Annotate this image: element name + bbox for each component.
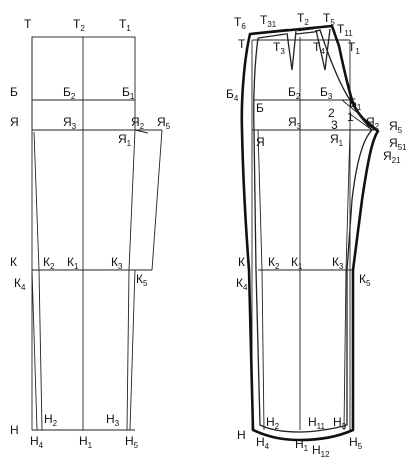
label-Nr: Н <box>237 428 246 442</box>
label-N4r: Н4 <box>256 435 270 451</box>
label-N1: Н1 <box>79 434 93 450</box>
label-N2: Н2 <box>44 412 58 428</box>
left-pattern-draft <box>31 36 163 431</box>
right-dart-right-2 <box>324 28 331 71</box>
label-T: Т <box>24 17 32 31</box>
label-Ya5: Я5 <box>157 115 171 131</box>
label-T2r: Т2 <box>297 11 309 27</box>
left-outer-contour <box>151 129 163 271</box>
label-K: К <box>10 255 17 269</box>
label-B: Б <box>10 85 18 99</box>
label-B2: Б2 <box>63 85 76 101</box>
right-diag-2 <box>349 113 373 131</box>
label-K4r: К4 <box>236 276 248 292</box>
left-k5-line <box>129 269 136 431</box>
label-Br: Б <box>256 101 264 115</box>
label-Ya1r: Я1 <box>330 132 344 148</box>
label-N: Н <box>10 423 19 437</box>
label-Ya2: Я2 <box>131 115 145 131</box>
label-N2r: Н2 <box>266 415 280 431</box>
left-crotch-curve <box>134 129 149 134</box>
label-T2: Т2 <box>73 17 85 33</box>
right-pattern-draft <box>240 24 380 442</box>
label-T31: Т31 <box>260 13 277 29</box>
label-T1r: Т1 <box>348 40 360 56</box>
label-Ya3r: Я3 <box>288 115 302 131</box>
label-num-3: 3 <box>331 118 338 132</box>
label-N3r: Н3 <box>333 415 347 431</box>
left-top-rectangle <box>31 36 136 131</box>
label-K3: К3 <box>111 255 123 271</box>
label-N5r: Н5 <box>349 435 363 451</box>
label-B4: Б4 <box>226 87 239 103</box>
label-N12: Н12 <box>312 443 330 459</box>
label-B1: Б1 <box>122 85 135 101</box>
label-N11: Н11 <box>308 415 326 431</box>
label-T5: Т5 <box>323 11 335 27</box>
right-inner-leg-thin <box>257 129 265 431</box>
label-N4: Н4 <box>30 434 44 450</box>
label-T1: Т1 <box>119 17 131 33</box>
label-T4: Т4 <box>313 40 325 56</box>
label-N1r: Н1 <box>295 437 309 453</box>
label-K3r: К3 <box>332 255 344 271</box>
right-labels: Т6 Т31 Т2 Т5 Т11 Т Т3 Т4 Т1 Б4 Б Б2 Б3 Б… <box>226 11 407 459</box>
right-dart-right <box>315 29 326 71</box>
label-N3: Н3 <box>106 412 120 428</box>
label-K2: К2 <box>43 255 55 271</box>
right-final-outline <box>240 24 380 442</box>
label-Ya5r: Я5 <box>389 119 403 135</box>
label-Ya2r: Я2 <box>366 115 380 131</box>
right-outer-leg-thin <box>343 129 351 431</box>
label-K1r: К1 <box>291 255 303 271</box>
label-Ya21: Я21 <box>383 149 401 165</box>
label-Ya1: Я1 <box>118 132 132 148</box>
right-dart-left <box>286 32 293 71</box>
right-secondary-outline <box>253 29 373 433</box>
label-K4: К4 <box>14 276 26 292</box>
right-dart-left-2 <box>291 30 297 71</box>
label-Tr: Т <box>238 37 246 51</box>
label-Kr: К <box>238 255 245 269</box>
left-labels: Т Т2 Т1 Б Б2 Б1 Я Я3 Я2 Я5 Я1 К К2 К1 К3… <box>10 17 171 450</box>
label-K5r: К5 <box>359 272 371 288</box>
label-Ya3: Я3 <box>63 115 77 131</box>
label-K5: К5 <box>136 272 148 288</box>
label-N5: Н5 <box>125 434 139 450</box>
label-T11: Т11 <box>337 22 353 38</box>
label-B2r: Б2 <box>288 85 301 101</box>
label-K1: К1 <box>67 255 79 271</box>
label-K2r: К2 <box>268 255 280 271</box>
left-k4-line <box>31 269 38 431</box>
label-Ya: Я <box>10 115 19 129</box>
label-B1r: Б1 <box>349 96 362 112</box>
label-Yar: Я <box>256 135 265 149</box>
label-T6: Т6 <box>234 15 246 31</box>
label-Ya51: Я51 <box>389 136 407 152</box>
label-T3: Т3 <box>273 40 285 56</box>
label-B3: Б3 <box>320 85 333 101</box>
left-outer-contour-lower <box>126 129 136 431</box>
label-num-2: 2 <box>328 106 335 120</box>
label-num-1: 1 <box>347 110 354 124</box>
left-inner-contour <box>33 131 43 431</box>
